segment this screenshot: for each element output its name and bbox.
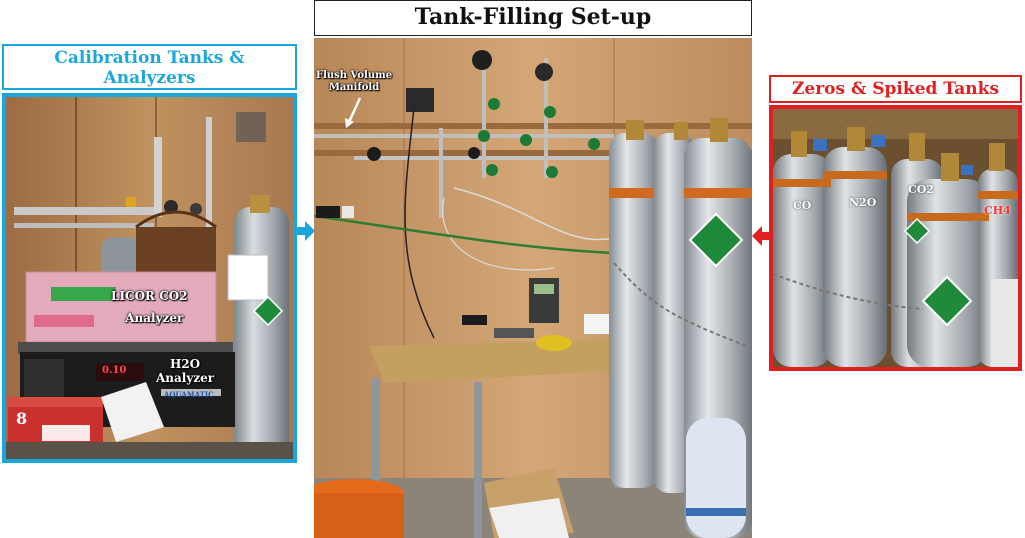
- licor-label-line2: Analyzer: [125, 311, 184, 325]
- arrow-right-icon: [297, 221, 315, 241]
- toolbox-number: 8: [16, 409, 28, 428]
- ch4-tank-label: CH4: [984, 204, 1011, 217]
- zeros-spiked-photo: CO N2O CO2 CH4: [769, 105, 1022, 371]
- calibration-photo: LICOR CO2 Analyzer H2O Analyzer 0.10 AQU…: [2, 93, 297, 463]
- tank-filling-photo-scene: [314, 38, 752, 538]
- tank-filling-title: Tank-Filling Set-up: [314, 0, 752, 36]
- aquamatic-brand: AQUAMATIC: [164, 390, 214, 399]
- tank-filling-photo: Flush Volume Manifold: [314, 38, 752, 538]
- licor-analyzer-label: LICOR CO2 Analyzer: [111, 289, 188, 325]
- co-tank-label: CO: [793, 199, 812, 212]
- zeros-spiked-title: Zeros & Spiked Tanks: [769, 75, 1022, 103]
- flush-volume-manifold-label: Flush Volume Manifold: [316, 70, 392, 94]
- n2o-tank-label: N2O: [849, 196, 877, 209]
- h2o-label-line1: H2O: [169, 357, 201, 371]
- zeros-spiked-photo-scene: [773, 109, 1018, 367]
- h2o-label-line2: Analyzer: [156, 371, 215, 385]
- calibration-title-line1: Calibration Tanks &: [54, 48, 245, 68]
- analyzer-display-value: 0.10: [102, 365, 127, 376]
- flush-label-line1: Flush Volume: [316, 70, 393, 81]
- h2o-analyzer-label: H2O Analyzer: [156, 357, 214, 385]
- calibration-title: Calibration Tanks & Analyzers: [2, 44, 297, 90]
- licor-label-line1: LICOR CO2: [111, 289, 188, 303]
- arrow-left-icon: [752, 226, 770, 246]
- co2-tank-label: CO2: [908, 183, 934, 196]
- calibration-title-line2: Analyzers: [103, 68, 196, 88]
- flush-pointer-arrow-icon: [345, 97, 362, 128]
- calibration-photo-scene: [6, 97, 293, 459]
- flush-label-line2: Manifold: [328, 82, 380, 93]
